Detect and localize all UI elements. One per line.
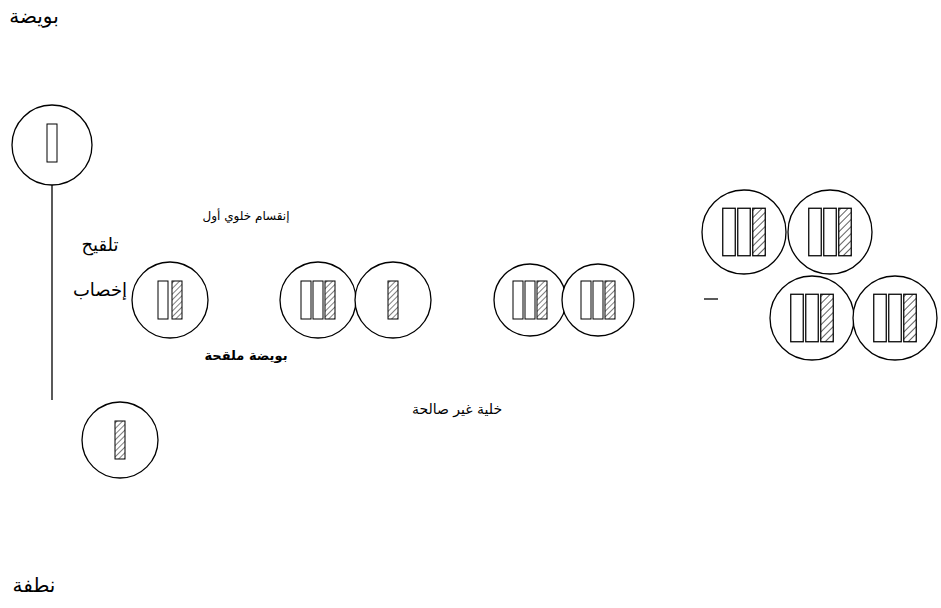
- text-label: بويضة: [9, 4, 59, 28]
- dash-mark: [704, 298, 718, 299]
- trisomic-cell: [702, 190, 786, 274]
- trisomic-cell: [280, 262, 356, 338]
- sperm-cell: [82, 402, 158, 478]
- trisomic-cell: [562, 264, 634, 336]
- text-label: نطفة: [13, 573, 56, 597]
- monosomic-cell: [355, 262, 431, 338]
- connector-line: [51, 185, 52, 400]
- trisomic-cell: [788, 190, 872, 274]
- text-label: تلقيح: [81, 234, 118, 256]
- text-label: بويضة ملقحة: [204, 348, 287, 364]
- trisomic-cell: [494, 264, 566, 336]
- trisomic-cell: [770, 276, 854, 360]
- text-label: خلية غير صالحة: [412, 401, 502, 418]
- text-label: إخصاب: [73, 279, 127, 301]
- text-label: إنقسام خلوي أول: [203, 209, 290, 223]
- egg-cell: [12, 105, 92, 185]
- zygote-cell: [132, 262, 208, 338]
- trisomic-cell: [853, 276, 937, 360]
